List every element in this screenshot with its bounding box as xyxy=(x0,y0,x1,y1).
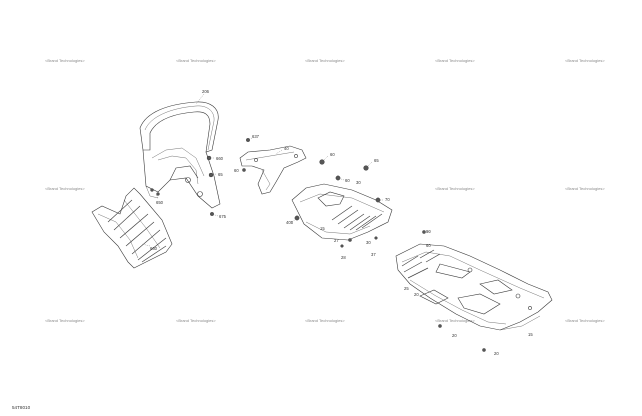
callout-rear-6: 20 xyxy=(494,351,499,356)
callout-bolt-e: 650 xyxy=(156,200,164,205)
callout-bolt-a: 660 xyxy=(216,156,224,161)
callout-mid-lower-2: 28 xyxy=(341,255,346,260)
callout-rear-5: 20 xyxy=(452,333,457,338)
watermark: <Brand Technologies> xyxy=(305,318,345,323)
leader-lines xyxy=(141,93,430,247)
callout-mid-lower-4: 37 xyxy=(371,252,376,257)
watermark: <Brand Technologies> xyxy=(435,318,475,323)
handle-hardware xyxy=(150,155,214,216)
callout-mid-bolt-1: 60 xyxy=(330,152,335,157)
front-skid-plate xyxy=(91,187,173,269)
watermark: <Brand Technologies> xyxy=(565,318,605,323)
watermark: <Brand Technologies> xyxy=(45,58,85,63)
callout-bolt-c: 60 xyxy=(234,168,239,173)
front-skid-ribs xyxy=(107,199,167,263)
rear-skid-ribs xyxy=(401,249,441,279)
callout-bolt-b: 65 xyxy=(218,172,223,177)
callout-mid-lower-3: 30 xyxy=(366,240,371,245)
callout-mid-bolt-2: 65 xyxy=(374,158,379,163)
callout-rear-4: 15 xyxy=(528,332,533,337)
middle-skid-plate xyxy=(291,183,393,248)
rear-skid-plate xyxy=(395,230,553,352)
watermark: <Brand Technologies> xyxy=(45,318,85,323)
callout-bolt-d: 675 xyxy=(219,214,227,219)
callout-mid-bolt-5: 70 xyxy=(385,197,390,202)
callout-mid-bolt-3: 60 xyxy=(345,178,350,183)
watermark: <Brand Technologies> xyxy=(176,318,216,323)
callout-rear-3: 20 xyxy=(414,292,419,297)
callout-mid-left-1: 405 xyxy=(286,220,294,225)
callout-front-skid: 660 xyxy=(150,246,158,251)
handle-frame xyxy=(139,101,221,209)
upper-bracket xyxy=(239,138,369,195)
callouts: 206 637 40 660 65 60 675 650 660 60 65 6… xyxy=(150,89,533,356)
middle-skid-ribs xyxy=(331,205,383,231)
callout-rear-top: 90 xyxy=(426,229,431,234)
watermark: <Brand Technologies> xyxy=(176,58,216,63)
callout-rear-2: 25 xyxy=(404,286,409,291)
callout-rear-1: 60 xyxy=(426,243,431,248)
callout-handle-frame: 206 xyxy=(202,89,210,94)
callout-mid-bolt-4: 30 xyxy=(356,180,361,185)
callout-mid-left-2: 15 xyxy=(320,226,325,231)
watermarks: <Brand Technologies> <Brand Technologies… xyxy=(45,58,605,323)
callout-mid-lower-1: 27 xyxy=(334,238,339,243)
watermark: <Brand Technologies> xyxy=(45,186,85,191)
watermark: <Brand Technologies> xyxy=(565,58,605,63)
callout-bracket-upper: 637 xyxy=(252,134,260,139)
callout-bracket-label: 40 xyxy=(284,146,289,151)
watermark: <Brand Technologies> xyxy=(565,186,605,191)
watermark: <Brand Technologies> xyxy=(435,58,475,63)
watermark: <Brand Technologies> xyxy=(435,186,475,191)
document-id: 54T8010 xyxy=(12,405,31,410)
watermark: <Brand Technologies> xyxy=(305,58,345,63)
